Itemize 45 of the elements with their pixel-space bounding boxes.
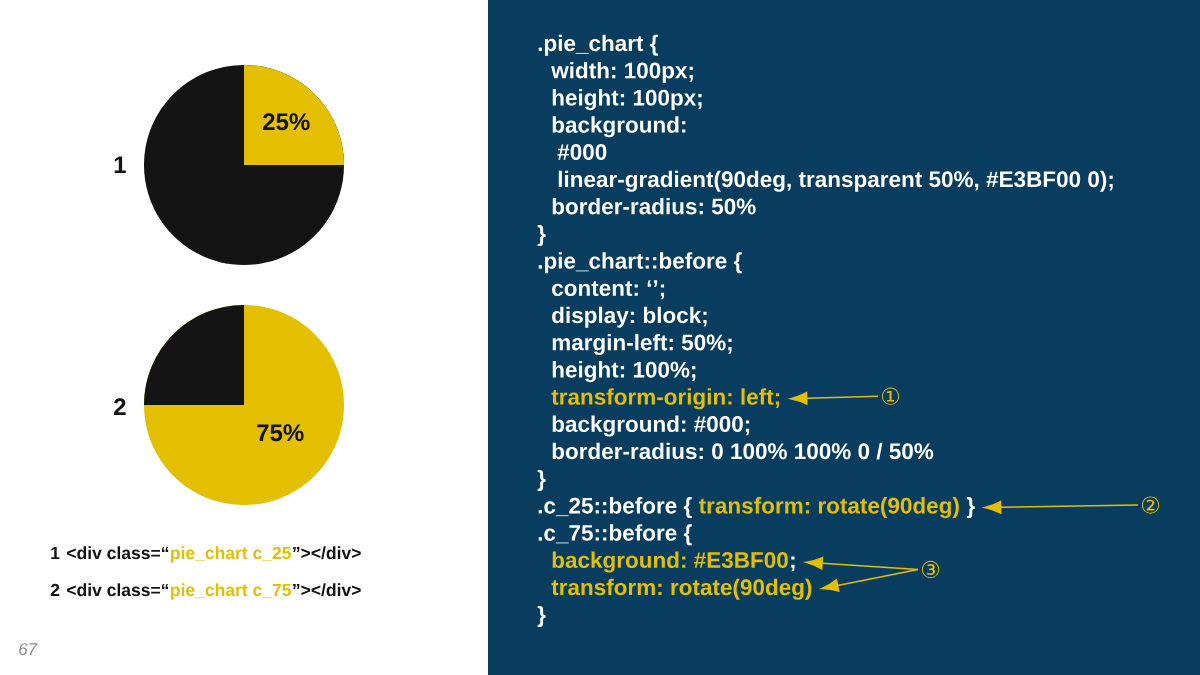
code-text: margin-left: 50%; bbox=[552, 333, 732, 355]
arrow bbox=[805, 556, 919, 571]
code-text: ”></div> bbox=[293, 546, 361, 560]
code-text: border-radius: 50% bbox=[552, 197, 756, 215]
code-text: transform: rotate(90deg) bbox=[698, 497, 959, 519]
code-text: .c_75::before { bbox=[538, 524, 692, 546]
code-text: transform-origin: left; bbox=[551, 388, 780, 410]
code-text: .pie_chart { bbox=[538, 34, 658, 56]
code-text: .pie_chart::before { bbox=[538, 252, 742, 274]
code-text: pie_chart c_25 bbox=[171, 546, 291, 563]
code-text: border-radius: 0 100% 100% 0 / 50% bbox=[552, 442, 934, 460]
code-text: 2 bbox=[50, 583, 60, 596]
page-number: 67 bbox=[19, 643, 38, 656]
code-text: transform: rotate(90deg) bbox=[551, 578, 812, 600]
code-text: background: #E3BF00 bbox=[552, 551, 788, 573]
chart-label: 1 bbox=[114, 156, 126, 173]
circled-number: ② bbox=[1141, 496, 1160, 514]
code-text: background: #000; bbox=[552, 415, 750, 437]
circled-number: ① bbox=[881, 387, 900, 405]
arrow bbox=[790, 391, 879, 405]
chart-label: 75% bbox=[257, 424, 304, 442]
code-text: ; bbox=[791, 556, 795, 572]
code-text: height: 100px; bbox=[552, 89, 702, 111]
chart-label: 25% bbox=[263, 113, 310, 131]
code-text: } bbox=[537, 605, 546, 627]
code-text: content: ‘’; bbox=[552, 280, 665, 300]
code-text: #000 bbox=[557, 144, 607, 160]
code-text: pie_chart c_75 bbox=[171, 583, 291, 600]
code-text: linear-gradient(90deg, transparent 50%, #E3BF00 0); bbox=[558, 170, 1113, 192]
code-text: <div class=“ bbox=[67, 583, 169, 597]
arrow bbox=[821, 568, 919, 592]
code-text: 1 bbox=[51, 546, 60, 559]
circled-number: ③ bbox=[921, 560, 940, 579]
code-text: display: block; bbox=[552, 306, 707, 328]
code-text: height: 100%; bbox=[552, 361, 696, 383]
code-text: } bbox=[537, 225, 546, 247]
code-text: .c_25::before { bbox=[538, 497, 692, 519]
code-text: <div class=“ bbox=[67, 546, 169, 560]
code-text: } bbox=[966, 497, 975, 519]
code-text: width: 100px; bbox=[551, 61, 693, 83]
arrow bbox=[984, 500, 1139, 514]
chart-label: 2 bbox=[114, 398, 126, 415]
code-text: background: bbox=[552, 116, 686, 138]
code-text: } bbox=[537, 469, 546, 491]
code-text: ”></div> bbox=[293, 583, 361, 597]
